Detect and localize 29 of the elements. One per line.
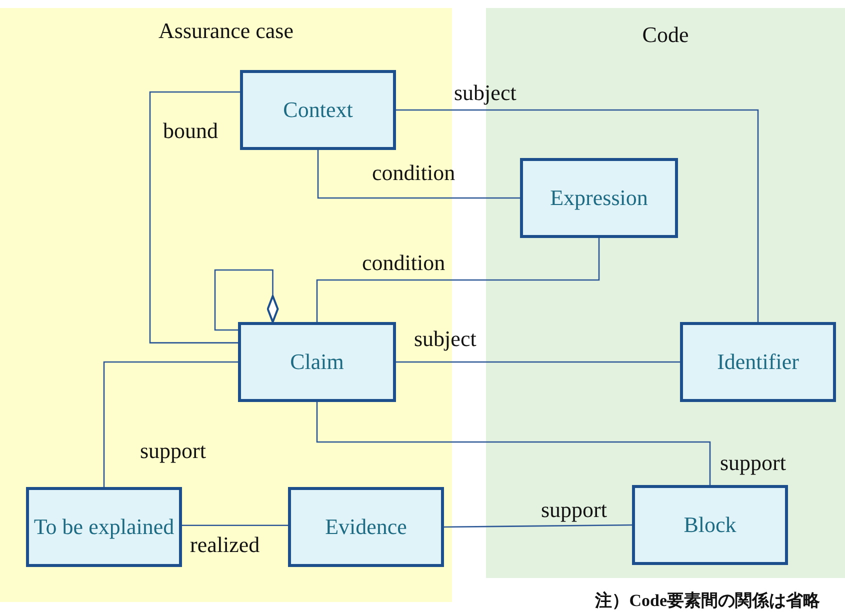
region-title: Code <box>641 22 690 48</box>
aggregation-line <box>214 269 279 331</box>
edge-label: subject <box>454 80 516 106</box>
connector-line <box>316 402 711 485</box>
connector-line <box>103 361 238 487</box>
footnote: 注）Code要素間の関係は省略 <box>595 590 820 612</box>
edge-label: condition <box>362 250 446 276</box>
class-box: Expression <box>520 158 678 238</box>
edge-label: condition <box>372 160 456 186</box>
connector-line <box>444 524 632 528</box>
class-box: Identifier <box>680 322 836 402</box>
class-box: To be explained <box>26 487 182 567</box>
edge-label: support <box>140 438 206 464</box>
edge-label: support <box>541 497 607 523</box>
edge-label: realized <box>190 532 260 558</box>
class-box: Block <box>632 485 788 565</box>
edge-label: support <box>720 450 786 476</box>
connector-line <box>149 91 240 344</box>
connector-line <box>316 238 600 322</box>
connector-line <box>396 109 759 322</box>
edge-label: bound <box>163 118 218 144</box>
class-box: Context <box>240 70 396 150</box>
connector-line <box>396 361 680 363</box>
region-title: Assurance case <box>158 18 294 44</box>
connector-line <box>182 524 288 526</box>
class-box: Evidence <box>288 487 444 567</box>
class-box: Claim <box>238 322 396 402</box>
edge-label: subject <box>414 326 476 352</box>
connector-line <box>317 150 520 199</box>
